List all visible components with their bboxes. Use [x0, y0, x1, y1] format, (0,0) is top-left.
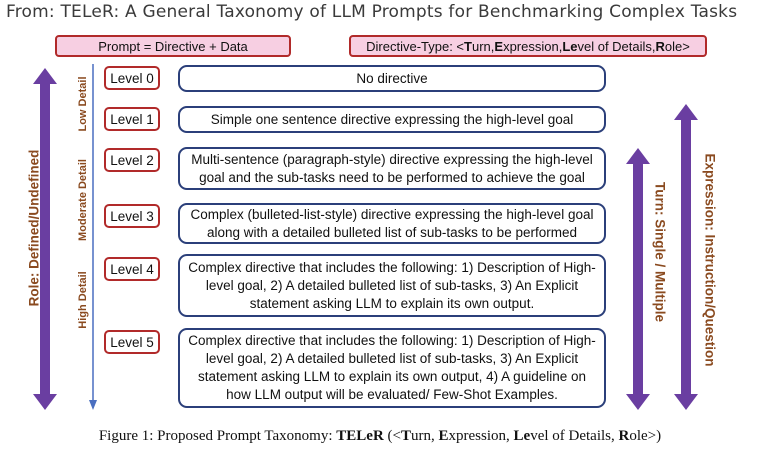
level-1-description: Simple one sentence directive expressing…: [178, 106, 606, 133]
prompt-definition-box: Prompt = Directive + Data: [55, 35, 291, 57]
directive-type-le: Le: [562, 38, 578, 54]
turn-arrow: [626, 148, 650, 410]
level-4-text: Complex directive that includes the foll…: [188, 259, 596, 311]
level-0-label: Level 0: [104, 66, 160, 90]
level-4-label: Level 4: [104, 257, 160, 281]
prompt-definition-text: Prompt = Directive + Data: [98, 38, 248, 54]
role-axis-label: Role: Defined/Undefined: [26, 149, 42, 307]
caption-e: E: [438, 428, 449, 444]
expression-axis-label: Expression: Instruction/Question: [702, 153, 718, 367]
moderate-detail-label: Moderate Detail: [77, 159, 89, 241]
directive-type-urn: urn,: [471, 38, 495, 54]
level-1-text: Simple one sentence directive expressing…: [210, 111, 574, 127]
directive-type-xpression: xpression,: [503, 38, 563, 54]
level-5-description: Complex directive that includes the foll…: [178, 328, 606, 408]
directive-type-prefix: Directive-Type: <: [366, 38, 465, 54]
level-1-label: Level 1: [104, 107, 160, 131]
caption-urn: urn,: [411, 428, 439, 444]
caption-teler: TELeR: [336, 428, 384, 444]
level-3-description: Complex (bulleted-list-style) directive …: [178, 203, 606, 244]
caption-t: T: [401, 428, 412, 444]
level-2-text: Multi-sentence (paragraph-style) directi…: [191, 151, 593, 185]
directive-type-vel: vel of Details,: [577, 38, 656, 54]
directive-type-r: R: [655, 38, 665, 54]
level-3-text: Complex (bulleted-list-style) directive …: [190, 206, 594, 240]
caption-ole: ole>): [629, 428, 662, 444]
figure-title: From: TELeR: A General Taxonomy of LLM P…: [6, 2, 738, 22]
level-5-label: Level 5: [104, 330, 160, 354]
level-4-description: Complex directive that includes the foll…: [178, 254, 606, 317]
role-arrow: [33, 68, 57, 410]
figure-caption: Figure 1: Proposed Prompt Taxonomy: TELe…: [0, 428, 760, 445]
caption-vel: vel of Details,: [530, 428, 619, 444]
caption-prefix: Figure 1: Proposed Prompt Taxonomy:: [98, 428, 337, 444]
level-2-description: Multi-sentence (paragraph-style) directi…: [178, 147, 606, 190]
level-0-text: No directive: [356, 70, 428, 86]
caption-le: Le: [513, 428, 531, 444]
directive-type-t: T: [464, 38, 472, 54]
low-detail-label: Low Detail: [77, 76, 89, 132]
directive-type-ole: ole>: [664, 38, 690, 54]
caption-open: (<: [383, 428, 401, 444]
detail-arrow: [89, 64, 97, 410]
turn-axis-label: Turn: Single / Multiple: [652, 182, 668, 322]
level-2-label: Level 2: [104, 148, 160, 172]
directive-type-e: E: [494, 38, 504, 54]
level-5-text: Complex directive that includes the foll…: [188, 333, 596, 402]
caption-r: R: [618, 428, 630, 444]
expression-arrow: [674, 104, 698, 410]
level-0-description: No directive: [178, 65, 606, 92]
caption-xpression: xpression,: [448, 428, 514, 444]
high-detail-label: High Detail: [77, 271, 89, 329]
level-3-label: Level 3: [104, 204, 160, 228]
